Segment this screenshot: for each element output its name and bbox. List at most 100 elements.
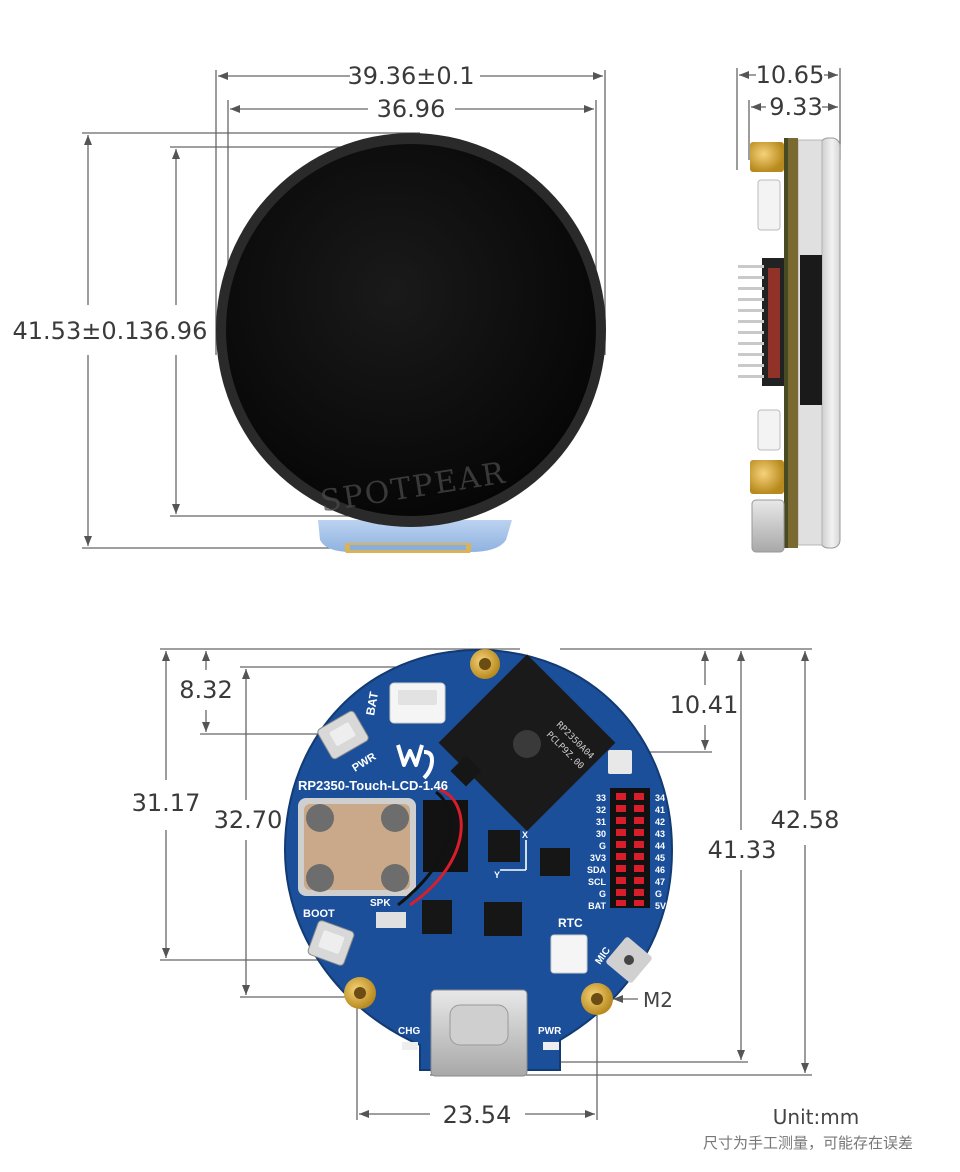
axis-x: X: [522, 830, 528, 840]
side-view: 10.65 9.33: [736, 61, 841, 553]
arrow: [162, 651, 170, 661]
spk-pads: [376, 912, 406, 928]
front-height-inner-label: 36.96: [139, 317, 208, 345]
pcb-outline: [283, 648, 674, 1071]
svg-text:45: 45: [655, 853, 665, 863]
back-height-inner-label: 41.33: [708, 836, 777, 864]
m2-label: M2: [643, 988, 673, 1012]
chg-led: [402, 1042, 418, 1050]
svg-text:5V: 5V: [655, 901, 666, 911]
ic-audio: [422, 900, 452, 934]
arrow: [84, 135, 92, 145]
arrow: [172, 149, 180, 159]
silk-chg: CHG: [398, 1026, 420, 1037]
side-pcb-edge-dark: [784, 138, 788, 548]
usb-c-opening: [449, 1004, 509, 1046]
svg-text:31: 31: [596, 817, 606, 827]
speaker-pad: [381, 864, 409, 892]
boot-button-cap: [318, 930, 345, 954]
arrow: [359, 1110, 369, 1118]
front-view: 39.36±0.1 36.96 41.53±0.1 36.96 SPOTPEAR: [13, 62, 606, 553]
arrow: [613, 995, 623, 1003]
arrow: [202, 722, 210, 732]
side-standoff-top: [750, 142, 784, 172]
pin-labels-left: 33 32 31 30 G 3V3 SDA SCL G BAT: [587, 793, 607, 911]
pwr-led: [543, 1042, 559, 1050]
pin-header-pins: [616, 793, 644, 906]
side-usb-port: [751, 499, 785, 553]
arrow: [737, 651, 745, 661]
disclaimer: 尺寸为手工测量，可能存在误差: [703, 1134, 913, 1152]
side-glass: [819, 137, 841, 549]
board-name: RP2350-Touch-LCD-1.46: [298, 778, 448, 793]
side-connector-bottom: [757, 409, 781, 451]
arrow: [202, 651, 210, 661]
arrow: [172, 504, 180, 514]
silk-pwr-led: PWR: [538, 1026, 562, 1037]
front-width-outer-label: 39.36±0.1: [348, 62, 475, 90]
svg-text:G: G: [599, 889, 606, 899]
arrow: [218, 72, 228, 80]
arrow: [751, 103, 761, 111]
svg-text:SDA: SDA: [587, 865, 607, 875]
raspberry-logo: [513, 730, 541, 758]
mount-hole-top-center: [479, 658, 491, 670]
arrow: [828, 71, 838, 79]
back-hole-spacing-inner-label: 32.70: [214, 806, 283, 834]
back-bottom-width-label: 23.54: [443, 1101, 512, 1129]
silk-bat: BAT: [363, 690, 381, 717]
wire-red: [409, 788, 463, 907]
pin-labels-right: 34 41 42 43 44 45 46 47 G 5V: [655, 793, 666, 911]
side-chip-block: [800, 255, 822, 405]
svg-text:G: G: [599, 841, 606, 851]
ic-imu: [488, 830, 520, 862]
speaker-pad: [381, 804, 409, 832]
arrow: [585, 1110, 595, 1118]
side-thickness-body-label: 9.33: [769, 93, 822, 121]
axis-y: Y: [494, 870, 500, 880]
arrow: [701, 651, 709, 661]
svg-text:30: 30: [596, 829, 606, 839]
unit-label: Unit:mm: [773, 1105, 859, 1129]
side-header-red: [768, 268, 780, 378]
silk-boot: BOOT: [303, 908, 335, 920]
wire-black: [397, 790, 452, 907]
arrow: [828, 103, 838, 111]
arrow: [584, 105, 594, 113]
front-width-inner-label: 36.96: [377, 95, 446, 123]
silk-rtc: RTC: [558, 916, 583, 930]
back-view: 31.17 8.32 32.70 10.41 41.33 42.58: [132, 648, 840, 1129]
arrow: [737, 1050, 745, 1060]
sensor-component: [608, 750, 632, 774]
mount-hole-right-center: [591, 993, 603, 1005]
speaker-pad: [306, 804, 334, 832]
arrow: [162, 948, 170, 958]
ic-regulator: [450, 755, 482, 787]
arrow: [242, 669, 250, 679]
back-height-total-label: 42.58: [771, 806, 840, 834]
ic-charger: [484, 902, 522, 936]
arrow: [84, 536, 92, 546]
arrow: [242, 985, 250, 995]
svg-text:47: 47: [655, 877, 665, 887]
svg-text:34: 34: [655, 793, 665, 803]
side-thickness-total-label: 10.65: [756, 61, 825, 89]
svg-text:3V3: 3V3: [590, 853, 606, 863]
svg-text:44: 44: [655, 841, 665, 851]
rtc-connector: [550, 934, 588, 974]
arrow: [801, 651, 809, 661]
bat-connector-inner: [398, 690, 437, 705]
back-right-offset-label: 10.41: [670, 691, 739, 719]
silk-spk: SPK: [370, 898, 391, 909]
svg-text:32: 32: [596, 805, 606, 815]
front-lcd-screen: [226, 144, 596, 516]
arrow: [739, 71, 749, 79]
side-connector-top: [757, 179, 781, 231]
front-height-outer-label: 41.53±0.1: [13, 317, 140, 345]
svg-text:G: G: [655, 889, 662, 899]
svg-text:46: 46: [655, 865, 665, 875]
back-top-offset-label: 8.32: [179, 676, 232, 704]
front-bottom-strip: [350, 545, 466, 550]
pwr-button-cap: [329, 722, 356, 746]
svg-text:43: 43: [655, 829, 665, 839]
